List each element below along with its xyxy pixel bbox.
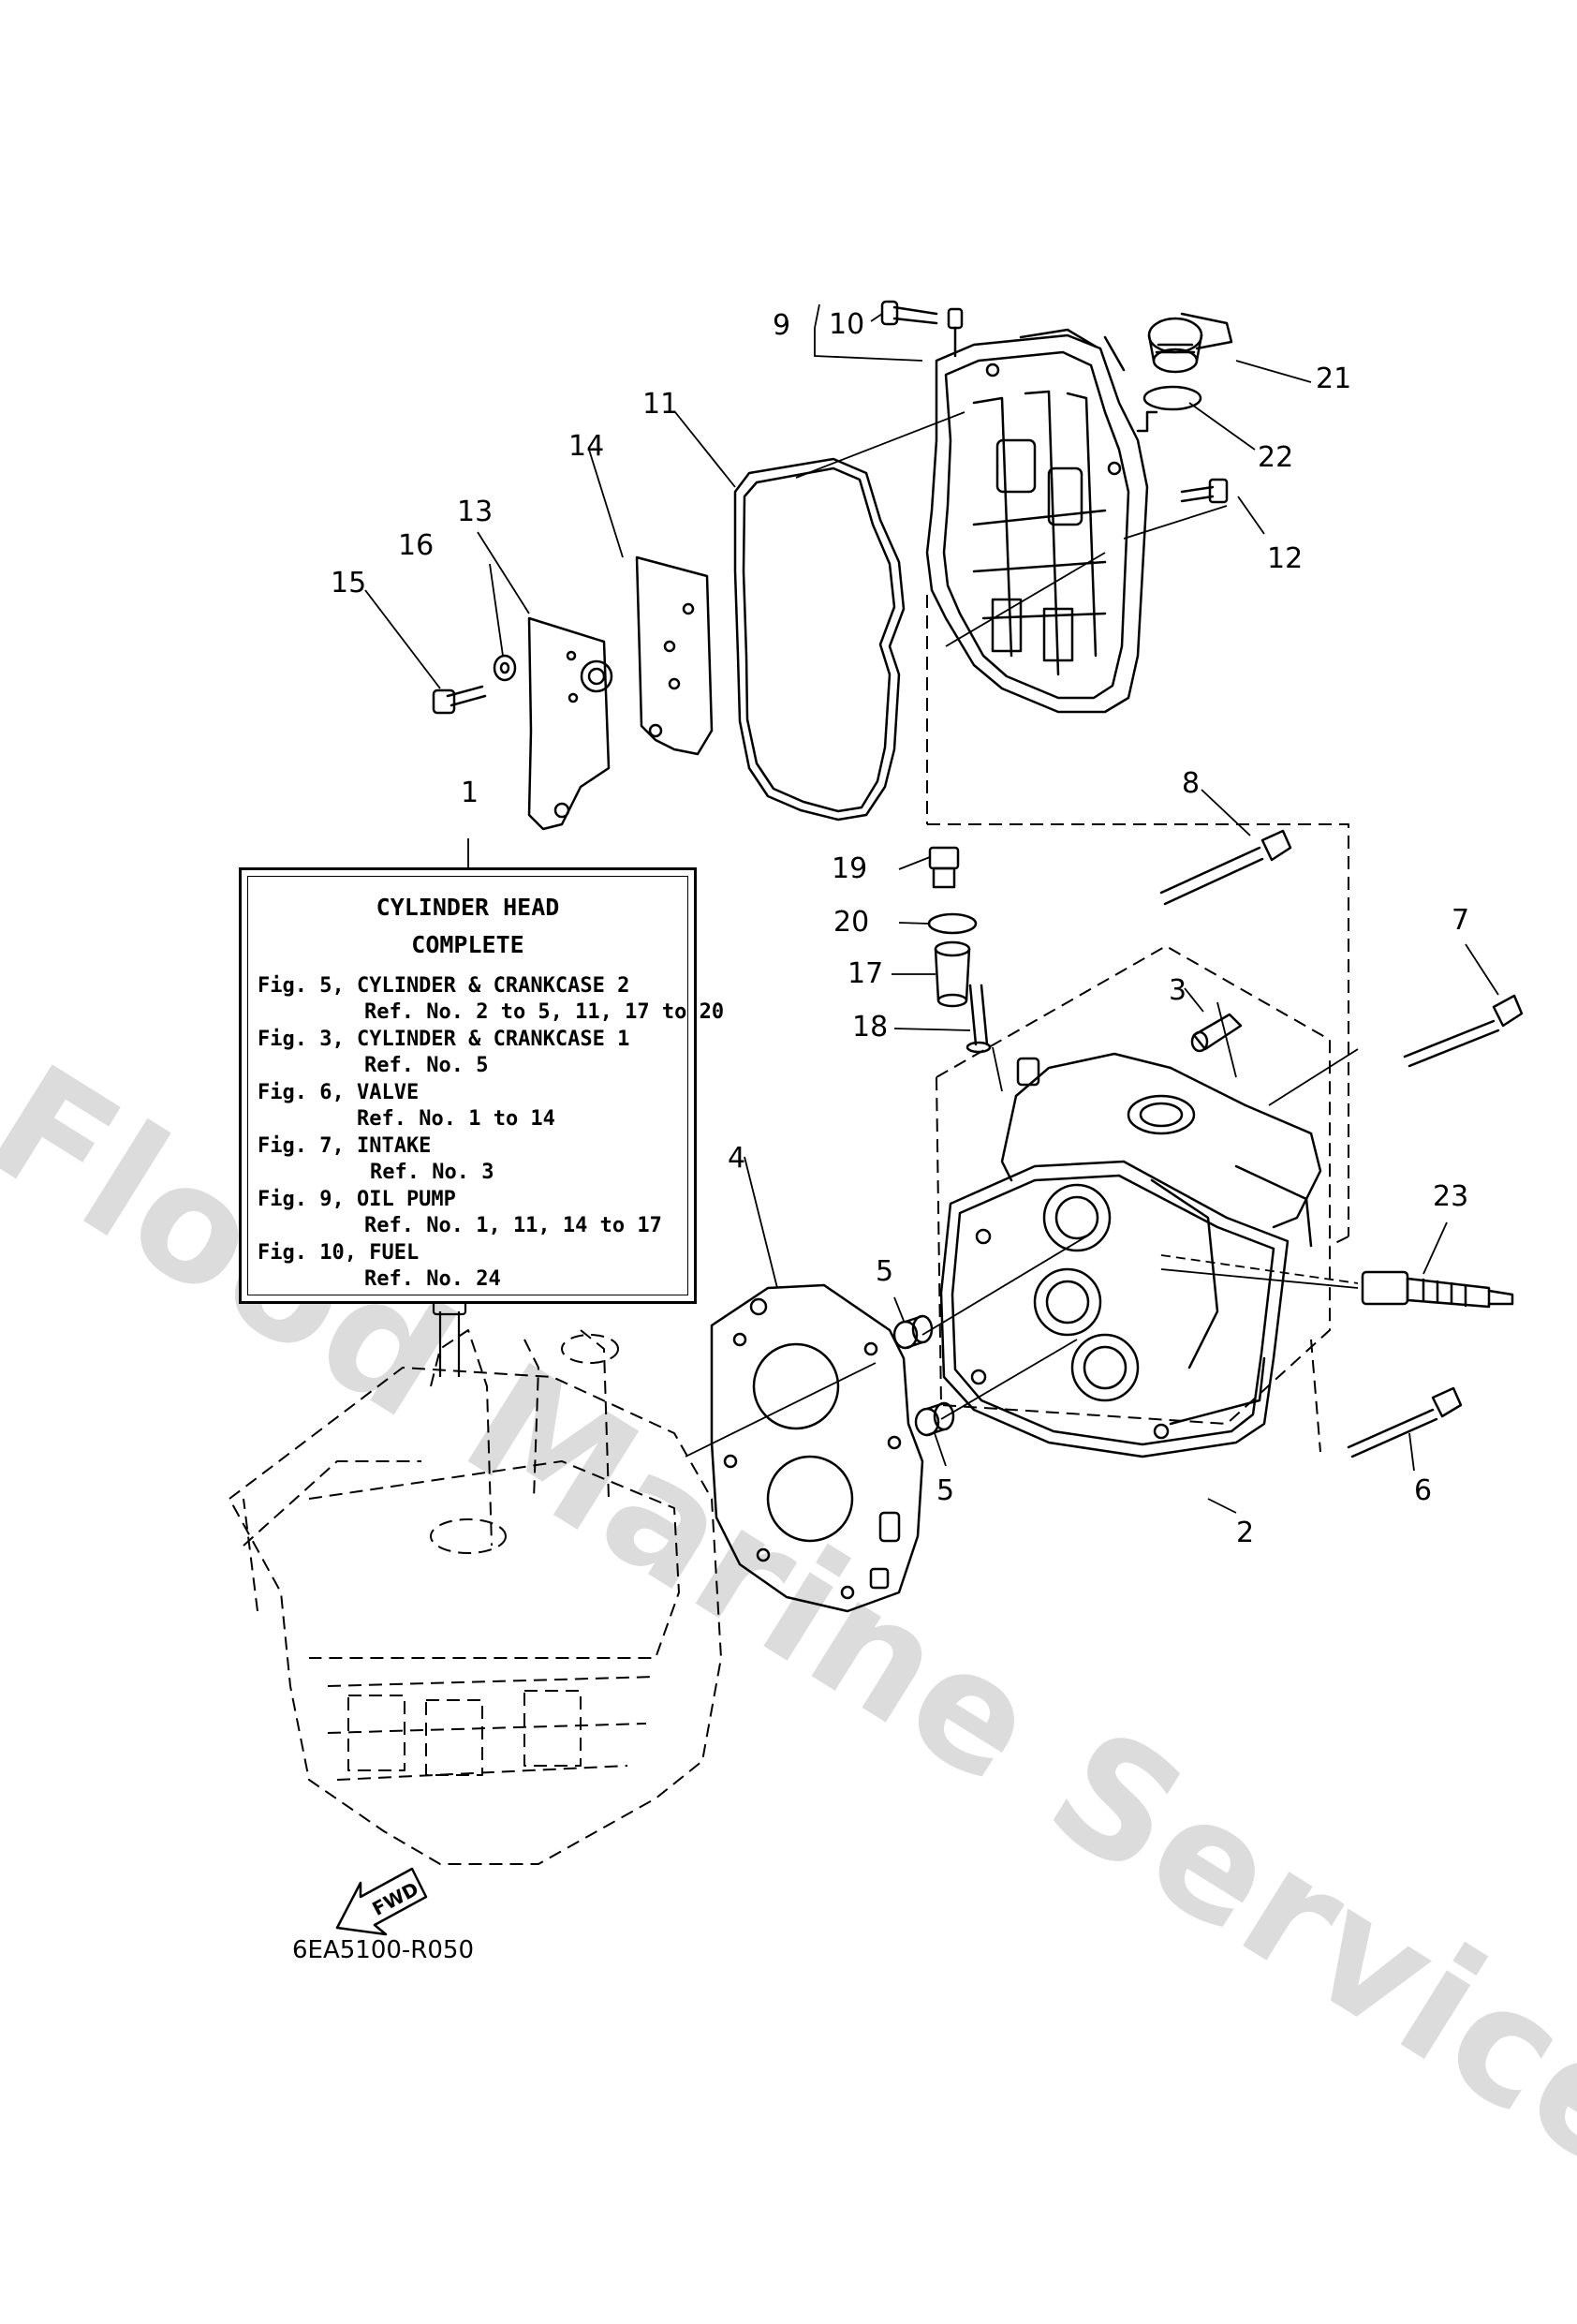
ref-box-line: Fig. 10, FUEL: [258, 1241, 420, 1265]
ref-box-line: Fig. 5, CYLINDER & CRANKCASE 2: [258, 974, 630, 998]
dowel-5-lower: [914, 1401, 955, 1437]
bolt-7: [1403, 994, 1524, 1068]
reference-box: CYLINDER HEAD COMPLETE Fig. 5, CYLINDER …: [239, 867, 724, 1304]
o-ring-20: [927, 912, 978, 935]
head-gasket-4: [710, 1283, 924, 1613]
ref-box-line: Ref. No. 1 to 14: [357, 1107, 555, 1131]
ref-box-line: Ref. No. 24: [364, 1267, 501, 1291]
cylinder-head-assembly-outline: [936, 945, 1331, 1425]
plate-gasket-14: [635, 555, 714, 756]
callout-13: 13: [457, 496, 494, 528]
callout-17: 17: [847, 957, 884, 990]
callout-5-lower: 5: [936, 1474, 955, 1507]
ref-box-line: Ref. No. 3: [370, 1161, 494, 1184]
diagram-code: 6EA5100-R050: [292, 1936, 474, 1964]
cover-plate-13: [527, 616, 611, 831]
callout-5-upper: 5: [876, 1255, 894, 1288]
ref-box-line: Ref. No. 2 to 5, 11, 17 to 20: [364, 1000, 725, 1024]
ref-box-line: Fig. 3, CYLINDER & CRANKCASE 1: [258, 1028, 630, 1051]
callout-1: 1: [461, 777, 479, 809]
callout-8: 8: [1182, 767, 1201, 800]
spark-plug-23: [1361, 1270, 1514, 1309]
crankcase-ghost: [228, 1329, 722, 1865]
bolt-12: [1180, 478, 1229, 504]
ref-box-title-line1: CYLINDER HEAD: [376, 894, 560, 921]
plug-19: [928, 846, 960, 889]
fwd-arrow: [335, 1867, 428, 1936]
dowel-3: [1190, 1013, 1243, 1053]
spacer-17: [934, 940, 971, 1008]
callout-14: 14: [568, 430, 605, 463]
callout-20: 20: [833, 906, 870, 939]
screw-15: [432, 685, 487, 715]
bolt-6: [1347, 1386, 1463, 1458]
ref-box-line: Ref. No. 5: [364, 1054, 489, 1077]
pin-18: [965, 984, 992, 1054]
callout-15: 15: [331, 567, 367, 600]
callout-6: 6: [1414, 1474, 1433, 1507]
dowel-5-upper: [892, 1314, 934, 1350]
cover-gasket-11: [733, 457, 906, 822]
callout-18: 18: [852, 1011, 889, 1044]
oil-filler-cap-21: [1147, 312, 1233, 374]
callout-21: 21: [1316, 363, 1352, 395]
ref-box-line: Fig. 6, VALVE: [258, 1081, 420, 1104]
ref-box-line: Ref. No. 1, 11, 14 to 17: [364, 1214, 662, 1237]
callout-22: 22: [1258, 441, 1294, 474]
ref-box-title-line2: COMPLETE: [411, 931, 524, 958]
ref-box-line: Fig. 9, OIL PUMP: [258, 1188, 456, 1211]
callout-3: 3: [1169, 974, 1187, 1007]
callout-10: 10: [829, 308, 865, 341]
callout-19: 19: [832, 852, 868, 885]
cover-bolt-10: [880, 300, 938, 326]
callout-23: 23: [1433, 1180, 1469, 1213]
leader-lines: [364, 303, 1499, 1514]
ref-box-line: Fig. 7, INTAKE: [258, 1134, 432, 1158]
washer-16: [493, 654, 517, 682]
callout-7: 7: [1452, 904, 1470, 937]
cylinder-head-2: [939, 1052, 1322, 1458]
callout-4: 4: [728, 1142, 746, 1175]
callout-11: 11: [642, 388, 679, 421]
bolt-8: [1159, 829, 1292, 906]
cylinder-head-cover: [925, 307, 1158, 714]
callout-12: 12: [1267, 542, 1304, 575]
callout-2: 2: [1236, 1517, 1255, 1549]
o-ring-22: [1142, 385, 1202, 411]
callout-16: 16: [398, 529, 435, 562]
callout-9: 9: [773, 309, 791, 342]
